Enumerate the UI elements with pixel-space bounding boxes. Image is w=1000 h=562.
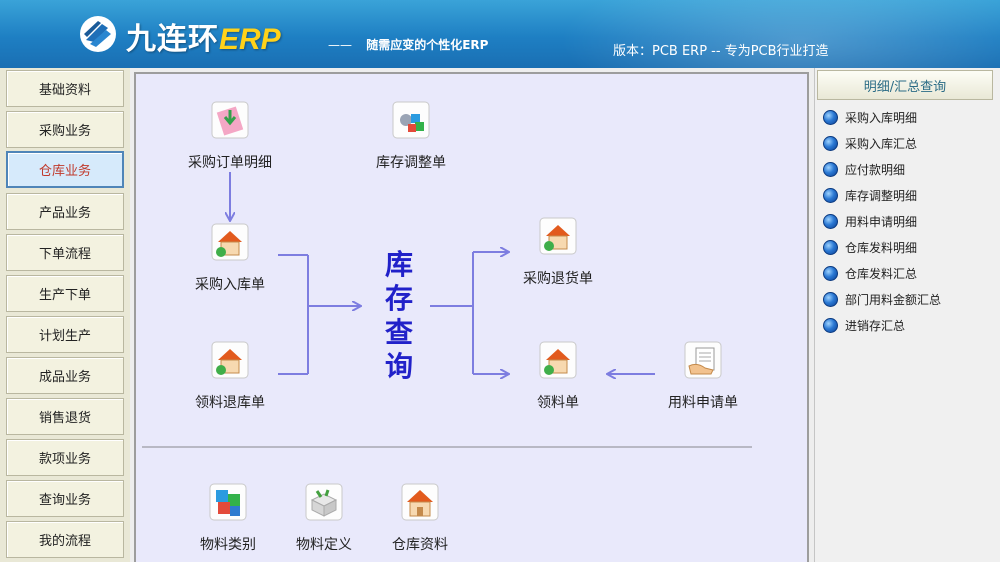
cubes-icon [209, 483, 247, 521]
nav-item-query[interactable]: 查询业务 [6, 480, 124, 517]
house-requisition-icon [539, 341, 577, 379]
slogan: —— 随需应变的个性化ERP [328, 36, 488, 53]
bullet-icon [823, 135, 838, 151]
brand-cn: 九连环 [126, 22, 219, 57]
flow-canvas: 库存查询 采购订单明细 库存调整单 [134, 72, 809, 562]
purchase-return-node[interactable]: 采购退货单 [498, 216, 618, 288]
bullet-icon [823, 161, 838, 177]
stock-adjust-label: 库存调整单 [376, 155, 446, 171]
nav-item-my-flow[interactable]: 我的流程 [6, 521, 124, 558]
material-request-node[interactable]: 用料申请单 [643, 340, 763, 412]
slogan-text: 随需应变的个性化ERP [366, 38, 489, 52]
box-define-icon [305, 483, 343, 521]
bullet-icon [823, 109, 838, 125]
purchase-return-label: 采购退货单 [523, 271, 593, 287]
stock-adjust-node[interactable]: 库存调整单 [351, 100, 471, 172]
warehouse-data-node[interactable]: 仓库资料 [360, 482, 480, 554]
material-requisition-node[interactable]: 领料单 [498, 340, 618, 412]
purchase-order-detail-node[interactable]: 采购订单明细 [170, 100, 290, 172]
query-item-label: 应付款明细 [845, 162, 906, 177]
query-item-warehouse-issue-detail[interactable]: 仓库发料明细 [823, 234, 993, 260]
inventory-query-label[interactable]: 库存查询 [384, 248, 413, 383]
nav-item-payments[interactable]: 款项业务 [6, 439, 124, 476]
warehouse-icon [401, 483, 439, 521]
query-item-label: 仓库发料明细 [845, 240, 918, 255]
left-nav: 基础资料 采购业务 仓库业务 产品业务 下单流程 生产下单 计划生产 成品业务 … [0, 68, 130, 562]
purchase-inbound-label: 采购入库单 [195, 277, 265, 293]
right-panel-title: 明细/汇总查询 [817, 70, 993, 100]
stock-adjust-icon [392, 101, 430, 139]
query-item-label: 用料申请明细 [845, 214, 918, 229]
query-item-label: 采购入库明细 [845, 110, 918, 125]
request-form-icon [684, 341, 722, 379]
house-inbound-icon [211, 223, 249, 261]
house-return-icon [211, 341, 249, 379]
material-category-label: 物料类别 [200, 537, 256, 553]
query-item-label: 部门用料金额汇总 [845, 292, 942, 307]
main-area: 库存查询 采购订单明细 库存调整单 [130, 68, 814, 562]
nav-item-basic-data[interactable]: 基础资料 [6, 70, 124, 107]
bullet-icon [823, 213, 838, 229]
nav-item-finished-goods[interactable]: 成品业务 [6, 357, 124, 394]
nav-item-product[interactable]: 产品业务 [6, 193, 124, 230]
material-define-node[interactable]: 物料定义 [264, 482, 384, 554]
query-item-warehouse-issue-summary[interactable]: 仓库发料汇总 [823, 260, 993, 286]
material-return-label: 领料退库单 [195, 395, 265, 411]
material-return-node[interactable]: 领料退库单 [170, 340, 290, 412]
slogan-dash: —— [328, 38, 352, 52]
nav-item-purchase[interactable]: 采购业务 [6, 111, 124, 148]
section-divider [142, 446, 752, 448]
warehouse-data-label: 仓库资料 [392, 537, 448, 553]
right-panel: 明细/汇总查询 采购入库明细 采购入库汇总 应付款明细 库存调整明细 用料申请明… [814, 68, 1000, 562]
query-item-label: 采购入库汇总 [845, 136, 918, 151]
query-item-label: 仓库发料汇总 [845, 266, 918, 281]
query-item-purchase-inbound-detail[interactable]: 采购入库明细 [823, 104, 993, 130]
brand-title: 九连环 ERP [126, 14, 281, 57]
bullet-icon [823, 291, 838, 307]
purchase-inbound-node[interactable]: 采购入库单 [170, 222, 290, 294]
house-return-goods-icon [539, 217, 577, 255]
nav-item-sales-return[interactable]: 销售退货 [6, 398, 124, 435]
query-item-purchase-sales-stock-summary[interactable]: 进销存汇总 [823, 312, 993, 338]
query-item-label: 库存调整明细 [845, 188, 918, 203]
nav-item-planned-production[interactable]: 计划生产 [6, 316, 124, 353]
version-text: 版本：PCB ERP -- 专为PCB行业打造 [613, 44, 829, 59]
logo-icon [80, 16, 116, 52]
material-request-label: 用料申请单 [668, 395, 738, 411]
material-requisition-label: 领料单 [537, 395, 579, 411]
app-header: 九连环 ERP —— 随需应变的个性化ERP 版本：PCB ERP -- 专为P… [0, 0, 1000, 68]
query-item-purchase-inbound-summary[interactable]: 采购入库汇总 [823, 130, 993, 156]
purchase-order-detail-label: 采购订单明细 [188, 155, 272, 171]
brand-en: ERP [219, 23, 281, 56]
query-item-stock-adjust-detail[interactable]: 库存调整明细 [823, 182, 993, 208]
query-item-dept-material-amount-summary[interactable]: 部门用料金额汇总 [823, 286, 993, 312]
material-define-label: 物料定义 [296, 537, 352, 553]
nav-item-order-flow[interactable]: 下单流程 [6, 234, 124, 271]
query-item-label: 进销存汇总 [845, 318, 906, 333]
bullet-icon [823, 265, 838, 281]
material-category-node[interactable]: 物料类别 [168, 482, 288, 554]
nav-item-production-order[interactable]: 生产下单 [6, 275, 124, 312]
flow-connectors [136, 172, 655, 446]
bullet-icon [823, 239, 838, 255]
nav-item-warehouse[interactable]: 仓库业务 [6, 151, 124, 188]
query-item-payable-detail[interactable]: 应付款明细 [823, 156, 993, 182]
purchase-order-icon [211, 101, 249, 139]
header-sheen [540, 0, 1000, 68]
query-item-material-request-detail[interactable]: 用料申请明细 [823, 208, 993, 234]
bullet-icon [823, 187, 838, 203]
bullet-icon [823, 317, 838, 333]
query-list: 采购入库明细 采购入库汇总 应付款明细 库存调整明细 用料申请明细 仓库发料明细… [823, 104, 993, 560]
